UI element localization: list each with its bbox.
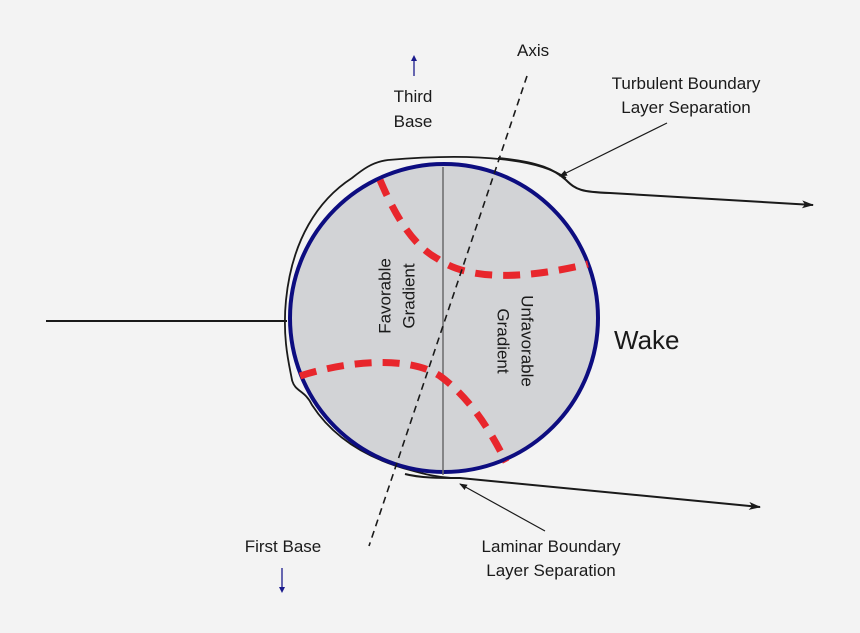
laminar-label-line1: Laminar Boundary	[482, 537, 621, 556]
third-base-label-line2: Base	[394, 112, 433, 131]
third-base-label-line1: Third	[394, 87, 433, 106]
turbulent-pointer	[559, 122, 668, 177]
axis-label: Axis	[517, 41, 549, 60]
unfavorable-gradient-label: Unfavorable Gradient	[494, 295, 537, 387]
turbulent-label-line2: Layer Separation	[621, 98, 750, 117]
favorable-label-line1: Favorable	[375, 258, 394, 334]
spin-axis-line	[368, 75, 528, 547]
favorable-gradient-label: Favorable Gradient	[375, 258, 418, 334]
laminar-label-line2: Layer Separation	[486, 561, 615, 580]
wake-label: Wake	[614, 325, 680, 355]
favorable-label-line2: Gradient	[399, 263, 418, 328]
turbulent-label-line1: Turbulent Boundary	[612, 74, 761, 93]
lower-seam	[298, 358, 510, 464]
upper-seam	[376, 178, 589, 279]
upper-outgoing-flow	[497, 157, 814, 209]
unfavorable-label-line1: Unfavorable	[518, 295, 537, 387]
unfavorable-label-line2: Gradient	[494, 308, 513, 373]
first-base-label: First Base	[245, 537, 322, 556]
lower-outgoing-flow	[404, 473, 761, 510]
laminar-pointer	[459, 483, 546, 532]
baseball	[288, 162, 600, 474]
